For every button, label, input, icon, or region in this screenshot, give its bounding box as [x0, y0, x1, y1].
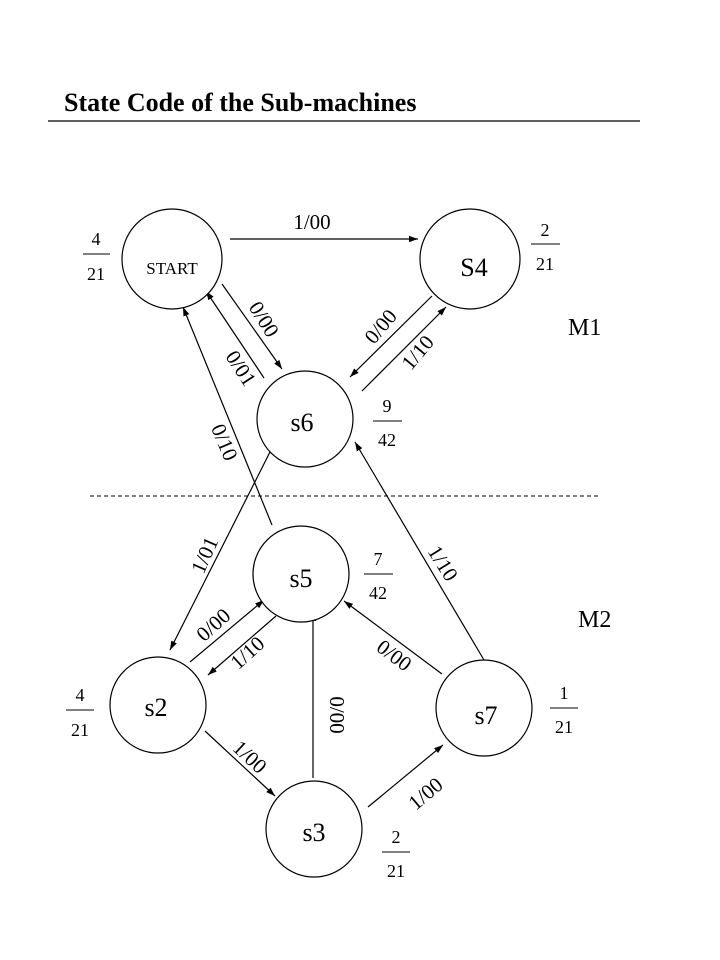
fraction-numerator: 2	[541, 220, 550, 240]
state-s2-label: s2	[144, 693, 167, 722]
state-s5-label: s5	[289, 564, 312, 593]
label-s2-s3: 1/00	[228, 735, 272, 778]
fraction-s3: 2 21	[382, 827, 410, 881]
fraction-s4: 2 21	[531, 220, 560, 274]
fraction-s5: 7 42	[364, 549, 393, 603]
fraction-denominator: 21	[536, 254, 554, 274]
fraction-denominator: 42	[369, 583, 387, 603]
edge-s6-s4	[361, 306, 447, 392]
state-s4-circle	[419, 208, 521, 310]
fraction-denominator: 21	[71, 720, 89, 740]
label-s7-s5: 0/00	[372, 635, 416, 677]
transition-labels: 1/00 0/00 0/01 0/00 1/10 0/10 1/01 1/10 …	[186, 210, 463, 815]
edge-s5-start	[182, 306, 273, 526]
edge-s5-s2	[207, 615, 277, 676]
label-s2-s5: 0/00	[191, 603, 235, 646]
state-s5-circle	[252, 525, 350, 623]
state-s6-circle	[256, 370, 354, 468]
state-s4-label: S4	[460, 253, 487, 282]
fraction-numerator: 2	[392, 827, 401, 847]
state-s6: s6	[256, 370, 354, 468]
label-s4-s6: 0/00	[359, 304, 401, 348]
edge-s2-s5	[189, 599, 265, 663]
label-s6-s2: 1/01	[186, 533, 223, 577]
fraction-start: 4 21	[83, 229, 110, 284]
edge-s7-s5	[343, 600, 443, 675]
fraction-denominator: 21	[87, 264, 105, 284]
label-s5-start: 0/10	[206, 420, 243, 464]
state-s7-circle	[435, 659, 533, 757]
state-s6-label: s6	[290, 408, 313, 437]
edge-s3-s7	[367, 744, 444, 808]
state-s7: s7	[435, 659, 533, 757]
machine-label-m2: M2	[578, 607, 611, 633]
machine-label-m1: M1	[568, 315, 601, 341]
state-start-label: START	[146, 259, 198, 278]
fraction-s6: 9 42	[373, 396, 402, 450]
fraction-numerator: 9	[383, 396, 392, 416]
state-start-circle	[121, 208, 223, 310]
label-s6-s4: 1/10	[396, 330, 438, 374]
label-s3-s7: 1/00	[403, 772, 447, 814]
state-s4: S4	[419, 208, 521, 310]
state-start: START	[121, 208, 223, 310]
fraction-numerator: 7	[374, 549, 383, 569]
edge-s6-start	[205, 290, 265, 379]
transition-edges	[169, 235, 485, 808]
state-s2: s2	[109, 656, 207, 754]
fraction-s2: 4 21	[66, 685, 94, 740]
label-s5-s2: 1/10	[225, 631, 269, 674]
fraction-s7: 1 21	[550, 683, 578, 737]
state-s3-circle	[265, 780, 363, 878]
state-s5: s5	[252, 525, 350, 623]
state-s3: s3	[265, 780, 363, 878]
label-start-s6: 0/00	[244, 297, 284, 341]
edge-s2-s3	[204, 730, 276, 797]
edge-s6-s2	[169, 447, 273, 651]
fraction-numerator: 4	[76, 685, 85, 705]
state-s2-circle	[109, 656, 207, 754]
edge-s4-s6	[349, 295, 433, 378]
edge-start-s6	[221, 283, 283, 370]
label-s6-start: 0/01	[221, 346, 261, 390]
page-title: State Code of the Sub-machines	[64, 88, 416, 117]
state-s7-label: s7	[474, 701, 497, 730]
state-s3-label: s3	[302, 818, 325, 847]
label-start-s4: 1/00	[293, 210, 330, 234]
fraction-denominator: 21	[555, 717, 573, 737]
fraction-denominator: 21	[387, 861, 405, 881]
fraction-numerator: 1	[560, 683, 569, 703]
fraction-denominator: 42	[378, 430, 396, 450]
label-s7-s6: 1/10	[423, 541, 463, 585]
edge-s7-s6	[354, 441, 485, 661]
label-s3-s5: 0/00	[325, 696, 349, 733]
fraction-numerator: 4	[92, 229, 101, 249]
